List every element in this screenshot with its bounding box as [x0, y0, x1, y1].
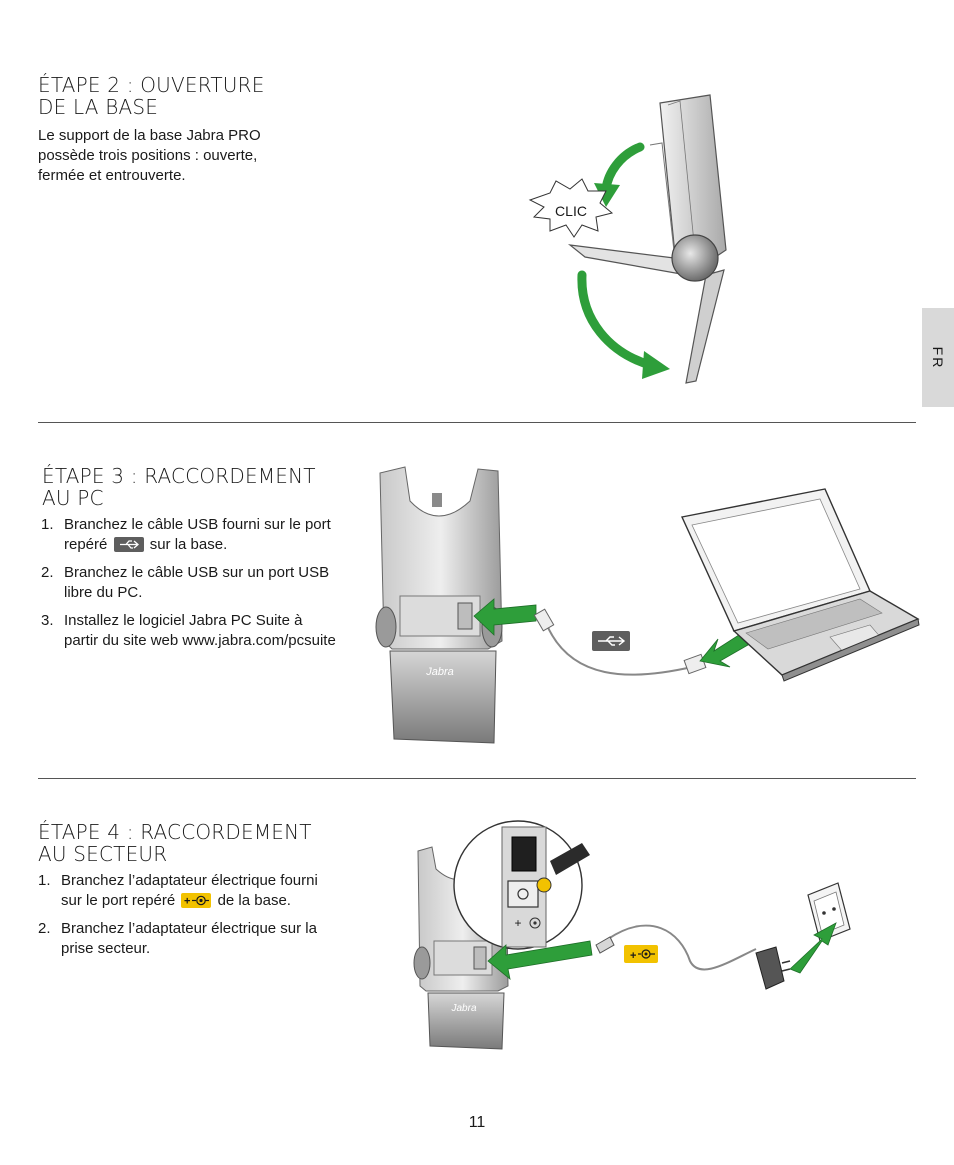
step2-title: ÉTAPE 2 : OUVERTURE DE LA BASE [38, 73, 265, 119]
step4-item-2-text: Branchez l’adaptateur électrique sur la … [61, 920, 317, 957]
language-tab: FR [922, 308, 954, 407]
usb-cable-shape [545, 622, 693, 676]
step3-section: ÉTAPE 3 : RACCORDEMENT AU PC 1. Branchez… [0, 423, 954, 778]
step2-body: Le support de la base Jabra PRO possède … [38, 127, 261, 184]
step3-title: ÉTAPE 3 : RACCORDEMENT AU PC [42, 464, 316, 510]
base-hinge-shape [671, 234, 719, 282]
step4-item-2: 2. Branchez l’adaptateur électrique sur … [38, 920, 317, 957]
clic-burst-shape [528, 178, 614, 238]
open-arrow-shape [577, 270, 655, 370]
svg-text:+: + [630, 950, 636, 962]
divider-1 [38, 422, 916, 423]
socket-arrow-shape [789, 922, 837, 974]
power-cable-shape [607, 924, 757, 971]
base-stand-shape [427, 992, 505, 1050]
power-icon: + [181, 892, 212, 908]
usb-icon [113, 536, 144, 552]
clic-label: CLIC [555, 203, 587, 219]
step3-item-3: 3. Installez le logiciel Jabra PC Suite … [41, 612, 336, 649]
zoom-plus-sign: + [514, 916, 521, 930]
page-number: 11 [468, 1114, 486, 1131]
base-opening-illustration: CLIC [528, 94, 727, 384]
step4-section: ÉTAPE 4 : RACCORDEMENT AU SECTEUR 1. Bra… [0, 779, 954, 1109]
step3-item-1-text-end: sur la base. [149, 536, 228, 553]
step4-item-1-text: Branchez l’adaptateur électrique fourni … [61, 872, 318, 909]
power-adapter-shape [755, 946, 785, 990]
jabra-logo: Jabra [450, 1003, 476, 1014]
laptop-shape [680, 488, 920, 682]
step4-list: 1. Branchez l’adaptateur électrique four… [35, 871, 330, 967]
step3-item-1: 1. Branchez le câble USB fourni sur le p… [41, 516, 331, 553]
power-connection-illustration: Jabra + + [413, 820, 851, 1050]
usb-port-arrow-shape [473, 598, 537, 636]
pc-connection-illustration: Jabra [375, 466, 920, 744]
base-stand-shape [685, 269, 725, 384]
plug-tip-shape [536, 877, 552, 893]
step4-item-1-text-end: de la base. [217, 892, 291, 909]
divider-2 [38, 778, 916, 779]
step3-item-3-text: Installez le logiciel Jabra PC Suite à p… [64, 612, 336, 649]
step3-item-2-text: Branchez le câble USB sur un port USB li… [64, 564, 330, 601]
close-arrow-shape [601, 142, 645, 194]
step3-item-1-text: Branchez le câble USB fourni sur le port… [64, 516, 331, 553]
base-stand-shape [389, 650, 497, 744]
step4-item-1: 1. Branchez l’adaptateur électrique four… [38, 872, 318, 909]
svg-text:+: + [184, 895, 190, 907]
step3-list: 1. Branchez le câble USB fourni sur le p… [38, 515, 338, 659]
jabra-logo: Jabra [425, 666, 454, 678]
power-port-arrow-shape [487, 940, 593, 981]
step2-section: ÉTAPE 2 : OUVERTURE DE LA BASE Le suppor… [0, 0, 954, 420]
step3-item-2: 2. Branchez le câble USB sur un port USB… [41, 564, 330, 601]
step4-title: ÉTAPE 4 : RACCORDEMENT AU SECTEUR [38, 820, 312, 866]
